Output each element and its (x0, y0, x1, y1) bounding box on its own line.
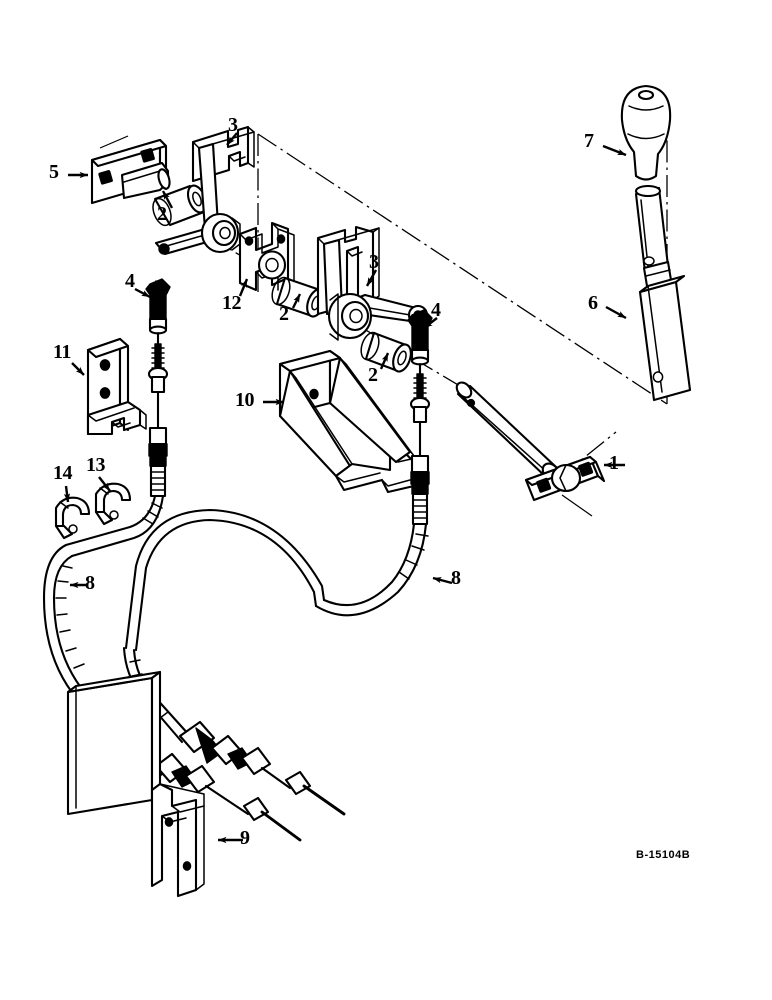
callout-3-lever-upper: 3 (228, 114, 238, 136)
callout-13-clamp: 13 (86, 454, 106, 476)
callout-1-plate: 1 (609, 452, 619, 474)
part-10-bracket (278, 349, 421, 494)
callout-9-shield: 9 (240, 827, 250, 849)
callout-2-bushing-lower: 2 (368, 364, 378, 386)
part-13-clamp (94, 482, 132, 526)
callout-8-cable-left: 8 (85, 572, 95, 594)
callout-6-shift-lever: 6 (588, 292, 598, 314)
part-6-shift-lever (634, 184, 692, 402)
callout-3-lever-lower: 3 (369, 251, 379, 273)
callout-4-clevis-right: 4 (431, 299, 441, 321)
part-12-yoke (238, 221, 295, 292)
callout-4-clevis-left: 4 (125, 270, 135, 292)
callout-7-knob: 7 (584, 130, 594, 152)
callout-8-cable-right: 8 (451, 567, 461, 589)
part-8-cable-right (122, 370, 431, 816)
leader-lines (63, 132, 627, 844)
part-14-clamp (54, 496, 91, 540)
part-4-clevis-right (407, 309, 433, 374)
part-3-lever-upper (154, 125, 255, 256)
part-7-knob (620, 84, 672, 181)
part-4-clevis-left (145, 278, 171, 343)
drawing-number: B-15104B (636, 849, 691, 861)
callout-14-clamp: 14 (53, 462, 73, 484)
callout-2-bushing-middle: 2 (279, 303, 289, 325)
part-11-bracket (86, 337, 147, 436)
callout-11-bracket: 11 (53, 341, 71, 363)
callout-10-bracket: 10 (235, 389, 255, 411)
callout-12-yoke: 12 (222, 292, 242, 314)
part-2-bushing-lower (360, 331, 412, 373)
part-9-shield (66, 670, 205, 898)
part-1-plate (524, 455, 606, 517)
part-5-plate (90, 135, 171, 205)
callout-5-plate: 5 (49, 161, 59, 183)
callout-2-bushing-upper: 2 (157, 203, 167, 225)
part-rod (455, 381, 561, 482)
